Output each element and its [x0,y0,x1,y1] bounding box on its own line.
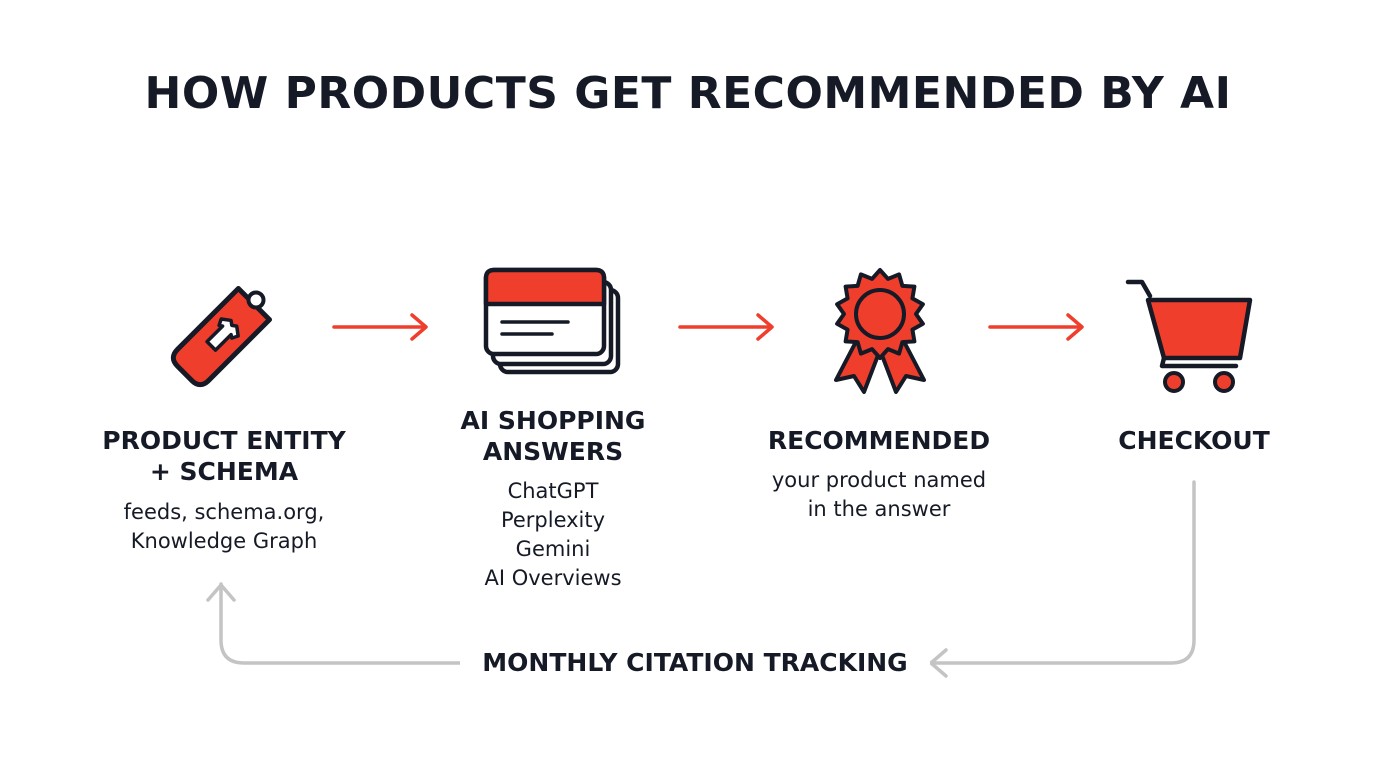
flow-arrow-2 [678,313,774,341]
step-3-label: RECOMMENDED [767,426,991,455]
flow-arrow-1 [332,313,428,341]
step-2-label: AI SHOPPING ANSWERS [460,406,646,466]
flow-arrow-3 [988,313,1084,341]
award-ribbon-icon [834,268,926,394]
price-tag-icon [170,286,272,388]
step-3-description: your product named in the answer [771,468,987,521]
page-title: HOW PRODUCTS GET RECOMMENDED BY AI [144,68,1232,119]
step-1-label: PRODUCT ENTITY + SCHEMA [102,426,346,486]
step-1-description: feeds, schema.org, Knowledge Graph [123,500,325,553]
step-2-description: ChatGPT Perplexity Gemini AI Overviews [484,479,622,590]
answer-cards-icon [483,267,621,375]
feedback-loop-label: MONTHLY CITATION TRACKING [460,645,930,681]
shopping-cart-icon [1125,279,1253,393]
step-4-label: CHECKOUT [1118,426,1270,455]
